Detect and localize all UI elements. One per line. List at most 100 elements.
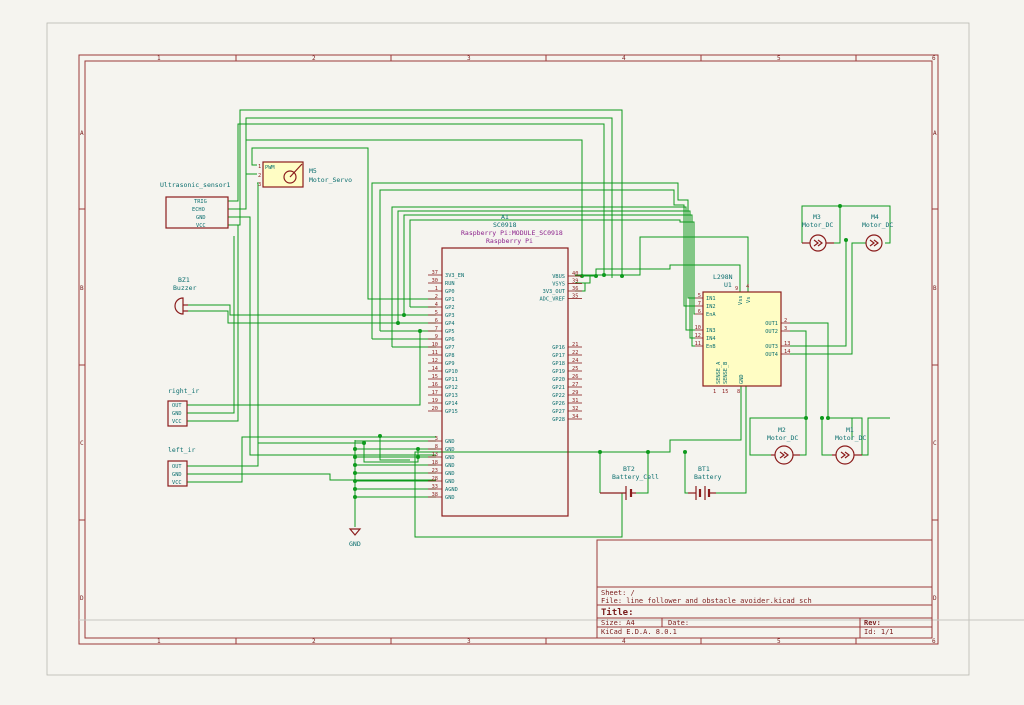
pico-left-pin-num-17: 17: [432, 390, 438, 396]
size-label: Size: A4: [601, 619, 635, 627]
ultrasonic-pin-vcc: VCC: [196, 223, 206, 229]
pico-subtitle: Raspberry Pi: [486, 237, 533, 245]
pico-gnd-pin-name-23: GND: [445, 471, 455, 477]
pico-left-pin-num-11: 11: [432, 350, 438, 356]
pico-right-top-pin-num-36: 36: [572, 286, 578, 292]
pico-right-pin-num-34: 34: [572, 414, 578, 420]
driver-sense-a: SENSE_A: [716, 361, 722, 384]
driver-left-num-10: 10: [695, 325, 701, 331]
col-label-1: 1: [157, 55, 161, 62]
m3-value: Motor_DC: [802, 221, 833, 229]
pico-right-pin-name-29: GP22: [552, 393, 565, 399]
pico-gnd-pin-name-8: GND: [445, 447, 455, 453]
drawing-frame: 1 2 3 4 5 6 1 2 3 4 5 6 A B C D A B C D: [78, 54, 1024, 645]
wire-m3m4: [801, 205, 891, 244]
driver-left-num-7: 7: [698, 301, 701, 307]
wire-echo: [228, 117, 613, 278]
bt2-value: Battery_Cell: [612, 473, 659, 481]
pico-gnd-pin-num-33: 33: [432, 484, 438, 490]
pico-module[interactable]: A1 SC0918 Raspberry Pi:MODULE_SC0918 Ras…: [428, 213, 582, 517]
pico-right-top-pin-name-39: VSYS: [552, 282, 565, 288]
wire-bus-b: [371, 182, 695, 339]
pico-left-pin-name-17: GP13: [445, 393, 458, 399]
pico-left-pin-num-10: 10: [432, 342, 438, 348]
motor-m4[interactable]: M4 Motor_DC: [862, 213, 893, 252]
pico-left-pin-name-14: GP10: [445, 369, 458, 375]
pico-right-pin-num-27: 27: [572, 382, 578, 388]
wire-us-vcc: [228, 109, 623, 276]
right-ir-sensor[interactable]: right_ir OUT GND VCC: [167, 387, 199, 427]
driver-left-name-11: EnB: [706, 344, 716, 350]
driver-left-num-5: 5: [698, 293, 701, 299]
left-ir-sensor[interactable]: left_ir OUT GND VCC: [167, 446, 195, 487]
wire-lir-gnd: [187, 473, 436, 481]
wire-rir-out: [187, 331, 421, 406]
pico-left-pin-num-20: 20: [432, 406, 438, 412]
driver-right-name-14: OUT4: [765, 352, 778, 358]
row-label-a-right: A: [933, 130, 937, 137]
pico-right-pin-num-29: 29: [572, 390, 578, 396]
m3-ref: M3: [813, 213, 821, 221]
motor-m2[interactable]: M2 Motor_DC: [767, 426, 800, 465]
wire-servo-pwm: [251, 147, 436, 300]
title-block: Sheet: / File: line follower and obstacl…: [596, 539, 933, 639]
pico-right-pin-num-25: 25: [572, 366, 578, 372]
left-ir-pin-vcc: VCC: [172, 480, 182, 486]
driver-left-name-5: IN1: [706, 296, 716, 302]
gnd-symbol[interactable]: GND: [348, 528, 362, 548]
wire-rir-vcc: [187, 225, 239, 422]
wire-servo-2: [245, 139, 583, 276]
left-ir-pin-gnd: GND: [172, 472, 182, 478]
battery-bt1[interactable]: BT1 Battery: [688, 465, 721, 500]
motor-m3[interactable]: M3 Motor_DC: [802, 213, 834, 252]
pico-right-pin-name-32: GP27: [552, 409, 565, 415]
bt1-value: Battery: [694, 473, 721, 481]
driver-vs-num: 4: [746, 284, 749, 290]
wire-out4: [790, 242, 866, 355]
m1-value: Motor_DC: [835, 434, 866, 442]
pico-value: SC0918: [493, 221, 517, 229]
m2-value: Motor_DC: [767, 434, 798, 442]
pico-right-pin-name-27: GP21: [552, 385, 565, 391]
rev-label: Rev:: [864, 619, 881, 627]
pico-ref: A1: [501, 213, 509, 221]
motor-m1[interactable]: M1 Motor_DC: [832, 426, 866, 465]
wire-bt2-neg: [636, 452, 649, 494]
col-label-6: 6: [932, 55, 936, 62]
wires: [187, 109, 891, 538]
bt1-ref: BT1: [698, 465, 710, 473]
pico-gnd-pin-num-3: 3: [435, 436, 438, 442]
pico-right-pin-name-26: GP20: [552, 377, 565, 383]
buzzer[interactable]: BZ1 Buzzer: [173, 276, 197, 315]
pico-right-pin-num-31: 31: [572, 398, 578, 404]
ultrasonic-pin-gnd: GND: [196, 215, 206, 221]
driver-left-num-6: 6: [698, 309, 701, 315]
col-label-2: 2: [312, 55, 316, 62]
col-label-5: 5: [777, 55, 781, 62]
wire-bus-d: [391, 206, 695, 347]
driver-right-name-13: OUT3: [765, 344, 778, 350]
pico-left-pin-num-5: 5: [435, 310, 438, 316]
ultrasonic-sensor[interactable]: Ultrasonic_sensor1 TRIG ECHO GND VCC: [160, 181, 231, 229]
pico-left-pin-num-6: 6: [435, 318, 438, 324]
wire-us-gnd: [228, 216, 436, 456]
row-label-d-right: D: [933, 595, 937, 602]
wire-lir-out: [187, 443, 259, 467]
servo-motor[interactable]: PWM 1 2 3 M5 Motor_Servo: [258, 161, 352, 188]
col-label-4: 4: [622, 55, 626, 62]
pico-left-pin-name-9: GP6: [445, 337, 455, 343]
wire-vsys: [575, 236, 749, 292]
ultrasonic-pin-trig: TRIG: [194, 199, 207, 205]
servo-pwm-label: PWM: [265, 165, 275, 171]
pico-left-pin-name-1: GP0: [445, 289, 455, 295]
battery-bt2[interactable]: BT2 Battery_Cell: [600, 465, 659, 500]
wire-rir-gnd: [187, 236, 235, 414]
right-ir-pin-vcc: VCC: [172, 419, 182, 425]
row-label-c: C: [80, 440, 84, 447]
wire-out3: [790, 240, 847, 347]
servo-value: Motor_Servo: [309, 176, 352, 184]
pico-right-pin-num-21: 21: [572, 342, 578, 348]
